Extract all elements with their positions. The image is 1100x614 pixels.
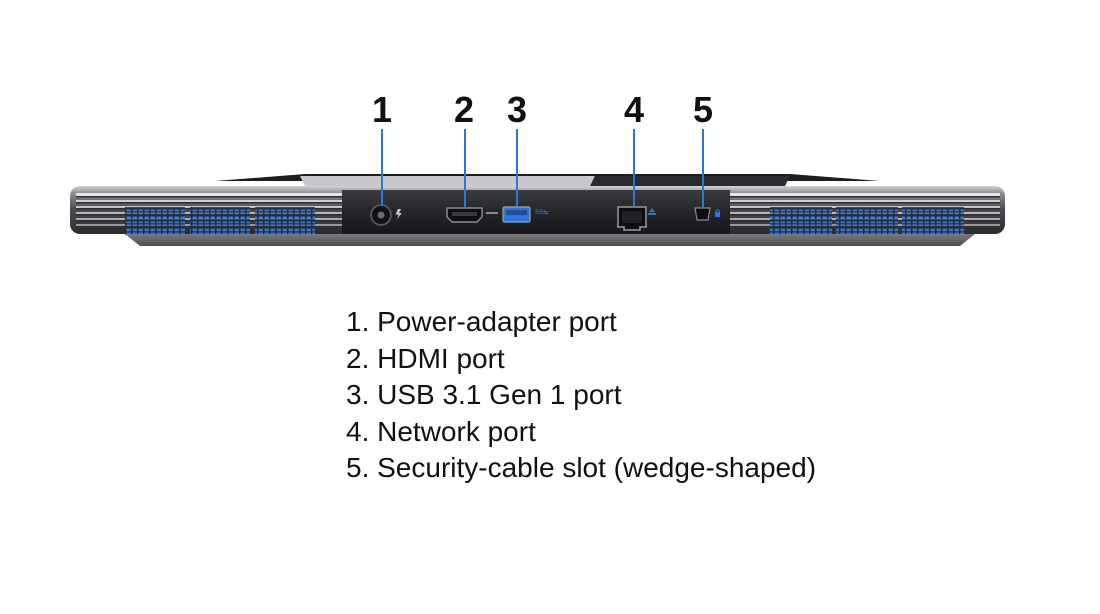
- right-rear-vent: [730, 193, 1000, 235]
- port-legend-list: 1. Power-adapter port 2. HDMI port 3. US…: [346, 304, 816, 487]
- laptop-base: [125, 234, 975, 246]
- callout-number-1: 1: [372, 89, 392, 130]
- legend-item-hdmi-port: 2. HDMI port: [346, 342, 505, 374]
- legend-item-network-port: 4. Network port: [346, 415, 536, 447]
- callout-number-3: 3: [507, 89, 527, 130]
- laptop-rear-body: [70, 186, 1005, 238]
- svg-text:SS⇆: SS⇆: [535, 209, 548, 216]
- port-panel: [342, 190, 730, 238]
- legend-item-usb-port: 3. USB 3.1 Gen 1 port: [346, 379, 622, 410]
- callout-number-2: 2: [454, 89, 474, 130]
- legend-item-power-adapter-port: 1. Power-adapter port: [346, 306, 617, 337]
- callout-number-4: 4: [624, 89, 644, 130]
- power-adapter-port-icon: [370, 204, 402, 226]
- hdmi-port-icon: [446, 207, 498, 223]
- callout-number-5: 5: [693, 89, 713, 130]
- usb-port-icon: SS⇆: [502, 206, 548, 223]
- legend-item-security-cable-slot: 5. Security-cable slot (wedge-shaped): [346, 452, 817, 483]
- laptop-lid: [215, 174, 880, 186]
- network-port-icon: [617, 206, 656, 231]
- security-cable-slot-icon: [694, 207, 720, 221]
- callout-leader-lines: [381, 129, 704, 207]
- left-rear-vent: [76, 193, 342, 235]
